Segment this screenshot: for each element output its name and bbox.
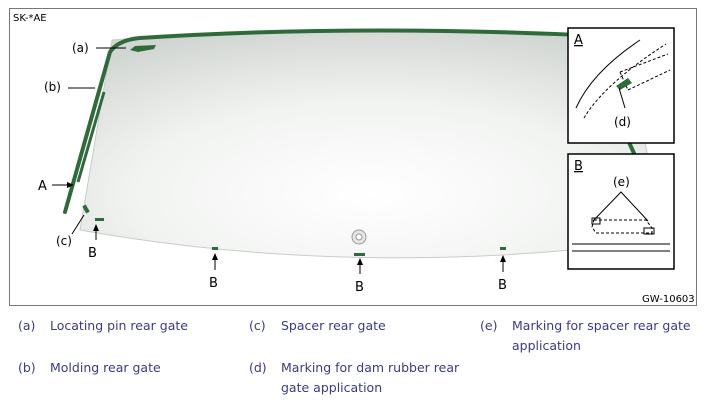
detail-A-title: A	[574, 33, 583, 48]
arrow-A	[67, 182, 74, 188]
callout-B-3: B	[355, 280, 364, 295]
detail-A-leader	[618, 87, 626, 109]
legend-item-a: (a) Locating pin rear gate	[18, 316, 235, 336]
callout-A: A	[38, 179, 47, 194]
legend-item-d: (d) Marking for dam rubber rear gate app…	[249, 358, 466, 398]
detail-A-label: (d)	[614, 115, 631, 129]
molding-inner-strip	[76, 91, 106, 183]
detail-B-leader	[592, 191, 649, 222]
spacer-mark-c	[82, 204, 90, 214]
callout-B-2: B	[209, 276, 218, 291]
detail-B-mark-right	[643, 227, 655, 235]
legend-item-c: (c) Spacer rear gate	[249, 316, 466, 336]
figure-id: GW-10603	[642, 294, 695, 305]
legend-key: (e)	[480, 318, 498, 333]
detail-B-box	[567, 153, 675, 270]
callout-B-4: B	[498, 278, 507, 293]
callout-c: (c)	[56, 234, 72, 248]
legend-text: Molding rear gate	[50, 360, 161, 375]
legend-text: Marking for dam rubber rear gate applica…	[281, 360, 460, 395]
legend-key: (d)	[249, 360, 267, 375]
legend-key: (a)	[18, 318, 36, 333]
arrow-B-1	[93, 224, 99, 231]
legend: (a) Locating pin rear gate (c) Spacer re…	[0, 316, 705, 404]
legend-item-e: (e) Marking for spacer rear gate applica…	[480, 316, 697, 356]
leader-c	[71, 214, 85, 235]
legend-item-b: (b) Molding rear gate	[18, 358, 235, 378]
detail-A-dashed-2	[619, 53, 671, 91]
spacer-mark-b3	[354, 253, 365, 256]
molding-top-left	[63, 28, 602, 214]
legend-text: Spacer rear gate	[281, 318, 386, 333]
detail-B-label: (e)	[613, 175, 630, 189]
locating-pin	[130, 45, 156, 52]
spacer-mark-b2	[212, 247, 218, 250]
spacer-mark-b4	[500, 247, 506, 250]
legend-key: (b)	[18, 360, 36, 375]
detail-A-dashed-1	[583, 43, 667, 119]
wiper-mount-center	[355, 233, 363, 241]
spacer-mark-b1	[95, 218, 104, 221]
windshield-diagram: SK-*AE (a) (b) A (c) B B B B A (d)	[13, 13, 695, 305]
legend-text: Locating pin rear gate	[50, 318, 188, 333]
callout-B-1: B	[88, 246, 97, 261]
arrow-B-2	[212, 253, 218, 260]
detail-B-spacer-outline	[591, 219, 653, 234]
detail-A-edge	[575, 39, 641, 109]
legend-text: Marking for spacer rear gate application	[512, 318, 691, 353]
detail-B-title: B	[574, 159, 583, 174]
corner-code: SK-*AE	[13, 13, 47, 24]
arrow-B-4	[500, 255, 506, 262]
callout-a: (a)	[72, 41, 89, 55]
detail-B-mark-left	[591, 217, 601, 225]
callout-b: (b)	[44, 80, 61, 94]
legend-key: (c)	[249, 318, 266, 333]
detail-A-mark	[616, 78, 632, 90]
arrow-B-3	[357, 258, 363, 265]
